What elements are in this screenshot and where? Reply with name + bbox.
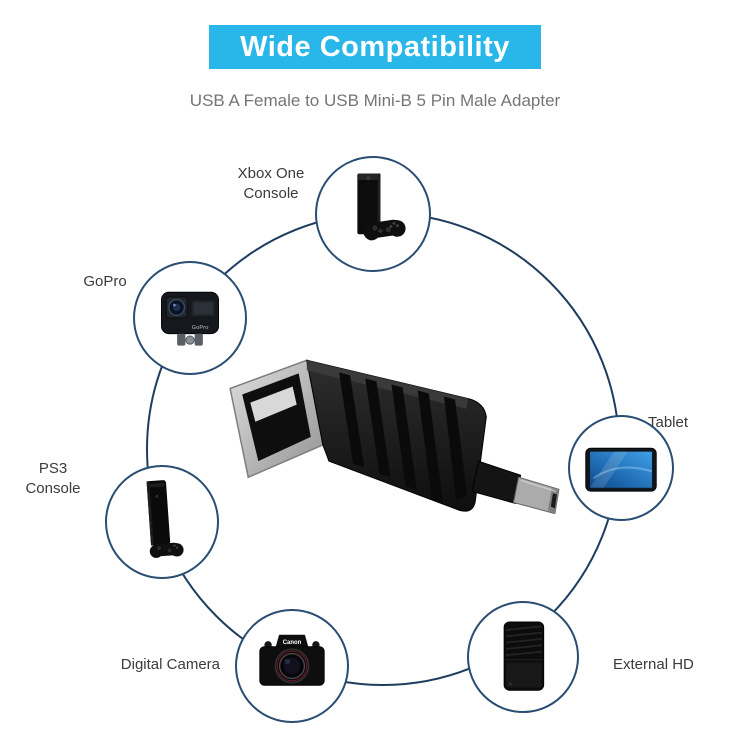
product-subtitle: USB A Female to USB Mini-B 5 Pin Male Ad… [189, 91, 561, 110]
device-node-gopro: GoPro [133, 261, 247, 375]
device-label-gopro: GoPro [83, 273, 127, 290]
ps3-console-icon [146, 480, 184, 558]
device-node-ps3 [105, 465, 219, 579]
device-node-digital-camera: Canon [235, 609, 349, 723]
usb-adapter-image [218, 342, 566, 554]
external-hard-drive-icon [503, 621, 545, 691]
banner-title: Wide Compatibility [240, 30, 510, 63]
svg-text:GoPro: GoPro [192, 325, 209, 331]
device-label-xbox: Xbox One Console [237, 165, 305, 202]
device-label-digital-camera: Digital Camera [120, 656, 220, 673]
banner: Wide Compatibility [209, 25, 541, 69]
device-node-xbox [315, 156, 431, 272]
xbox-one-console-icon [357, 173, 406, 241]
digital-camera-icon: Canon [259, 634, 325, 686]
device-label-ps3: PS3 Console [25, 460, 81, 497]
device-label-tablet: Tablet [648, 414, 689, 431]
device-label-external-hd: External HD [613, 656, 694, 673]
device-node-tablet [568, 415, 674, 521]
tablet-icon [585, 447, 657, 492]
device-node-external-hd [467, 601, 579, 713]
svg-text:Canon: Canon [283, 640, 302, 646]
gopro-camera-icon: GoPro [161, 291, 219, 346]
usb-adapter-icon [229, 359, 560, 515]
